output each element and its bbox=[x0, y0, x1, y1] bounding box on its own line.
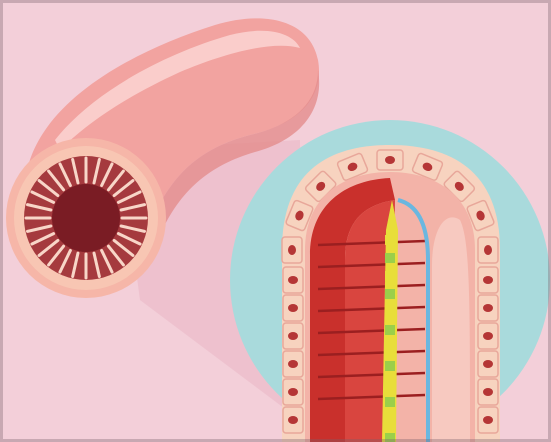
lacteal-segment bbox=[385, 271, 395, 281]
lacteal-segment bbox=[385, 379, 395, 389]
epithelial-cell bbox=[283, 295, 303, 321]
epithelial-cell bbox=[283, 267, 303, 293]
epithelial-cell bbox=[478, 237, 498, 263]
epithelial-cell bbox=[478, 407, 498, 433]
epithelial-cell bbox=[478, 295, 498, 321]
lacteal-segment bbox=[385, 343, 395, 353]
villus-right-tissue bbox=[432, 217, 470, 442]
lacteal-segment bbox=[385, 253, 395, 263]
lacteal-segment bbox=[385, 397, 395, 407]
epithelial-cell bbox=[283, 379, 303, 405]
epithelial-cell bbox=[283, 323, 303, 349]
lacteal-segment bbox=[385, 307, 395, 317]
intestine-cross-section bbox=[6, 138, 166, 298]
epithelial-cell bbox=[478, 267, 498, 293]
villus-detail bbox=[282, 145, 500, 442]
epithelial-cell bbox=[478, 351, 498, 377]
epithelial-cell bbox=[478, 323, 498, 349]
lacteal-segment bbox=[385, 415, 395, 425]
epithelial-cell bbox=[283, 351, 303, 377]
lacteal-segment bbox=[385, 289, 395, 299]
epithelial-cell bbox=[282, 237, 302, 263]
epithelial-cell bbox=[478, 379, 498, 405]
epithelial-cell bbox=[377, 150, 403, 170]
lacteal-segment bbox=[385, 361, 395, 371]
lacteal-segment bbox=[385, 235, 395, 245]
cross-section-lumen bbox=[52, 184, 120, 252]
epithelial-cell bbox=[283, 407, 303, 433]
lacteal-segment bbox=[385, 433, 395, 442]
lacteal-segment bbox=[385, 325, 395, 335]
